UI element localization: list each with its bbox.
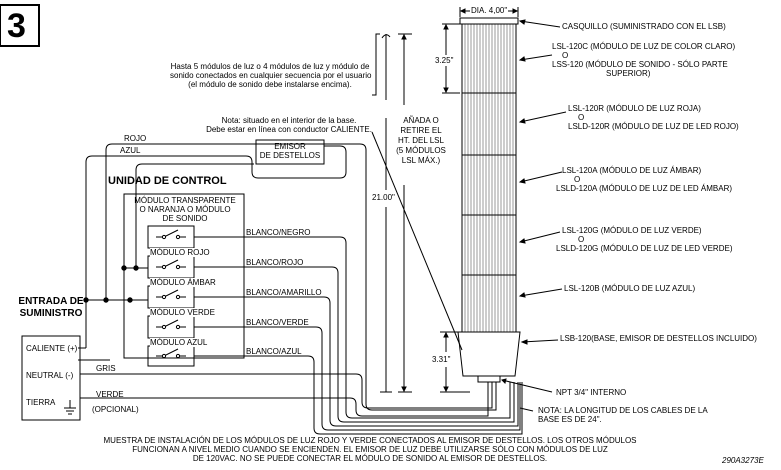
wire-label-blanco-rojo: BLANCO/ROJO — [246, 258, 304, 267]
label-lsl-120b: LSL-120B (MÓDULO DE LUZ AZUL) — [564, 284, 696, 293]
wire-label-verde: VERDE — [96, 390, 124, 399]
relay-switch — [156, 289, 186, 298]
relay-switch — [156, 319, 186, 328]
label-o: O — [578, 113, 585, 122]
module-azul: MÓDULO AZUL — [150, 338, 208, 347]
switch-contact — [161, 264, 167, 270]
switch-contact — [161, 234, 167, 240]
drawing-code: 290A3273E — [722, 456, 764, 465]
label-lsld-120g: LSLD-120G (MÓDULO DE LUZ DE LED VERDE) — [556, 244, 733, 253]
switch-contact — [175, 234, 181, 240]
switch-contact — [175, 264, 181, 270]
label-lsld-120r: LSLD-120R (MÓDULO DE LUZ DE LED ROJO) — [568, 122, 739, 131]
wire-label-gris: GRIS — [96, 364, 116, 373]
label-lsl-120c: LSL-120C (MÓDULO DE LUZ DE COLOR CLARO) — [552, 42, 736, 51]
label-o: O — [574, 175, 581, 184]
label-o: O — [578, 235, 585, 244]
dim-3-31: 3.31" — [432, 355, 451, 364]
base-note: Nota: situado en el interior de la base.… — [206, 116, 372, 134]
terminal-block — [21, 335, 81, 421]
wire-label-azul: AZUL — [120, 146, 141, 155]
switch-contact — [161, 294, 167, 300]
page-number-box — [0, 4, 40, 47]
switch-contact — [175, 353, 181, 359]
wire-label-blanco-negro: BLANCO/NEGRO — [246, 228, 311, 237]
label-lsld-120a: LSLD-120A (MÓDULO DE LUZ DE LED ÁMBAR) — [556, 184, 733, 193]
wire-label-blanco-amarillo: BLANCO/AMARILLO — [246, 288, 322, 297]
label-lsl-120a: LSL-120A (MÓDULO DE LUZ ÁMBAR) — [562, 166, 702, 175]
relay-switch — [156, 348, 186, 357]
label-lsl-120g: LSL-120G (MÓDULO DE LUZ VERDE) — [562, 226, 702, 235]
dim-21-00: 21.00" — [372, 193, 395, 202]
switch-contact — [161, 324, 167, 330]
control-unit-box — [123, 193, 245, 359]
wire-label-blanco-azul: BLANCO/AZUL — [246, 347, 302, 356]
tower-base — [457, 331, 521, 377]
switch-contact — [175, 324, 181, 330]
npt-thread — [477, 375, 501, 383]
terminal-neutral: NEUTRAL (-) — [26, 371, 74, 380]
cap-label: CASQUILLO (SUMINISTRADO CON EL LSB) — [562, 22, 726, 31]
label-lsl-120r: LSL-120R (MÓDULO DE LUZ ROJA) — [568, 104, 701, 113]
relay-switch — [156, 259, 186, 268]
wire-label-rojo: ROJO — [124, 134, 147, 143]
switch-contact — [175, 294, 181, 300]
label-o: O — [562, 51, 569, 60]
tower-column — [461, 21, 517, 333]
page-number: 3 — [7, 7, 26, 45]
label-lsb-120: LSB-120(BASE, EMISOR DE DESTELLOS INCLUI… — [560, 334, 757, 343]
dim-3-25: 3.25" — [435, 56, 454, 65]
module-ambar: MÓDULO ÁMBAR — [150, 278, 216, 287]
module-rojo: MÓDULO ROJO — [150, 248, 210, 257]
control-unit-title: UNIDAD DE CONTROL — [108, 175, 227, 187]
relay-switch — [156, 229, 186, 238]
terminal-caliente: CALIENTE (+) — [26, 344, 78, 353]
label-npt: NPT 3/4" INTERNO — [556, 388, 627, 397]
footer-note: MUESTRA DE INSTALACIÓN DE LOS MÓDULOS DE… — [103, 436, 637, 463]
wire-label-blanco-verde: BLANCO/VERDE — [246, 318, 309, 327]
module-verde: MÓDULO VERDE — [150, 308, 215, 317]
wire-label-opcional: (OPCIONAL) — [92, 405, 139, 414]
switch-contact — [161, 353, 167, 359]
flasher-box — [255, 139, 325, 165]
diameter-dimension: DIA. 4,00" — [470, 6, 509, 15]
cap — [459, 17, 519, 25]
module-note: Hasta 5 módulos de luz o 4 módulos de lu… — [170, 62, 372, 89]
terminal-tierra: TIERRA — [26, 398, 56, 407]
